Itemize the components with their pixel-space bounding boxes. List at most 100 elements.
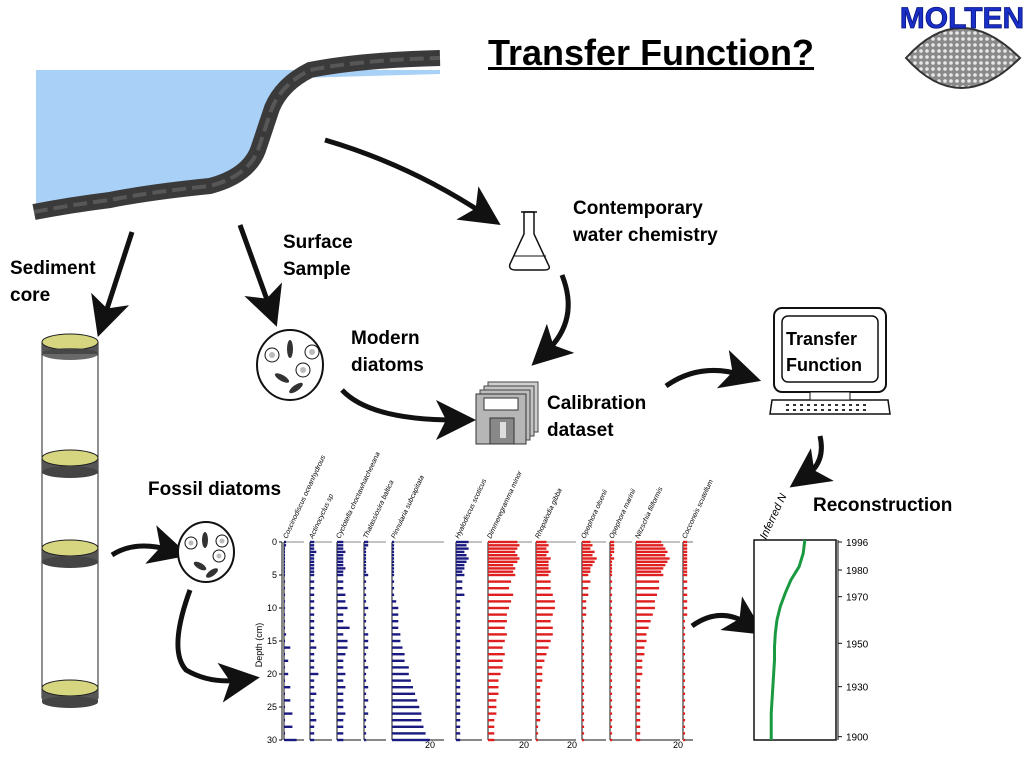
abundance-bar: [392, 573, 395, 577]
abundance-bar: [610, 563, 613, 567]
abundance-bar: [284, 626, 286, 629]
abundance-bar: [683, 550, 688, 554]
abundance-bar: [456, 639, 461, 643]
abundance-bar: [683, 560, 688, 563]
abundance-bar: [582, 554, 593, 557]
abundance-bar: [364, 653, 367, 656]
abundance-bar: [488, 606, 509, 610]
abundance-bar: [364, 725, 367, 728]
abundance-bar: [337, 633, 344, 636]
abundance-bar: [582, 540, 591, 544]
abundance-bar: [582, 699, 585, 702]
abundance-bar: [392, 547, 395, 550]
abundance-bar: [456, 705, 461, 709]
abundance-bar: [636, 606, 655, 610]
abundance-bar: [392, 686, 413, 689]
abundance-bar: [392, 580, 395, 583]
floppy-disk-stack-icon: [475, 381, 539, 445]
abundance-bar: [636, 653, 645, 656]
abundance-bar: [536, 699, 541, 702]
abundance-bar: [536, 547, 547, 550]
species-name-label: Actinocyclus sp: [308, 493, 335, 541]
abundance-bar: [284, 563, 286, 567]
abundance-bar: [284, 554, 286, 557]
abundance-bar: [636, 580, 660, 583]
abundance-bar: [582, 580, 591, 583]
reconstruction-plot-area: [753, 539, 837, 741]
abundance-bar: [536, 712, 541, 715]
abundance-bar: [337, 666, 344, 669]
abundance-bar: [582, 544, 593, 547]
abundance-bar: [536, 613, 553, 616]
abundance-bar: [310, 738, 315, 742]
abundance-bar: [364, 580, 367, 583]
abundance-bar: [488, 732, 495, 735]
abundance-bar: [310, 626, 315, 629]
abundance-bar: [636, 570, 662, 573]
abundance-bar: [610, 639, 613, 643]
abundance-bar: [310, 719, 317, 722]
abundance-bar: [610, 732, 613, 735]
abundance-bar: [364, 606, 369, 610]
abundance-bar: [284, 732, 286, 735]
abundance-bar: [683, 567, 688, 570]
computer-icon: [769, 307, 891, 415]
abundance-bar: [456, 573, 465, 577]
abundance-bar: [683, 646, 686, 649]
abundance-bar: [683, 580, 688, 583]
abundance-bar: [488, 666, 503, 669]
abundance-bar: [364, 692, 367, 695]
abundance-bar: [683, 666, 686, 669]
abundance-bar: [310, 672, 319, 676]
abundance-bar: [284, 593, 286, 596]
arrow-to-core: [91, 231, 135, 338]
abundance-bar: [310, 570, 315, 573]
abundance-bar: [310, 587, 315, 590]
abundance-bar: [683, 732, 686, 735]
depth-tick-label: 10: [267, 603, 277, 613]
abundance-bar: [488, 725, 495, 728]
abundance-bar: [636, 587, 660, 590]
abundance-bar: [488, 544, 520, 547]
abundance-bar: [636, 544, 664, 547]
species-name-label: Opephora olsenii: [580, 489, 609, 540]
abundance-bar: [683, 692, 686, 695]
abundance-bar: [582, 573, 589, 577]
abundance-bar: [456, 725, 461, 728]
abundance-bar: [310, 606, 315, 610]
abundance-bar: [582, 567, 591, 570]
abundance-bar: [536, 633, 553, 636]
abundance-bar: [456, 719, 461, 722]
abundance-bar: [683, 563, 688, 567]
abundance-bar: [284, 620, 286, 623]
abundance-bar: [284, 679, 286, 682]
abundance-bar: [582, 593, 589, 596]
species-name-label: Thalassiosira baltica: [362, 479, 395, 540]
abundance-bar: [337, 712, 346, 715]
year-tick-label: 1970: [846, 593, 869, 604]
abundance-bar: [392, 679, 411, 682]
abundance-bar: [536, 580, 551, 583]
abundance-bar: [392, 606, 399, 610]
abundance-bar: [364, 550, 367, 554]
abundance-bar: [284, 557, 286, 560]
abundance-bar: [364, 712, 369, 715]
abundance-bar: [284, 613, 286, 616]
abundance-bar: [310, 613, 315, 616]
abundance-bar: [536, 646, 549, 649]
x-tick-label: 20: [425, 740, 435, 750]
abundance-bar: [284, 672, 289, 676]
abundance-bar: [636, 639, 647, 643]
abundance-bar: [536, 540, 547, 544]
arrow-chart-to-reconstruction: [690, 596, 765, 635]
abundance-bar: [683, 600, 688, 603]
abundance-bar: [636, 732, 641, 735]
core-section-2: [41, 449, 99, 478]
abundance-bar: [582, 732, 585, 735]
abundance-bar: [488, 573, 516, 577]
abundance-bar: [364, 738, 367, 742]
abundance-bar: [310, 580, 315, 583]
arrow-to-chemistry: [324, 137, 501, 226]
